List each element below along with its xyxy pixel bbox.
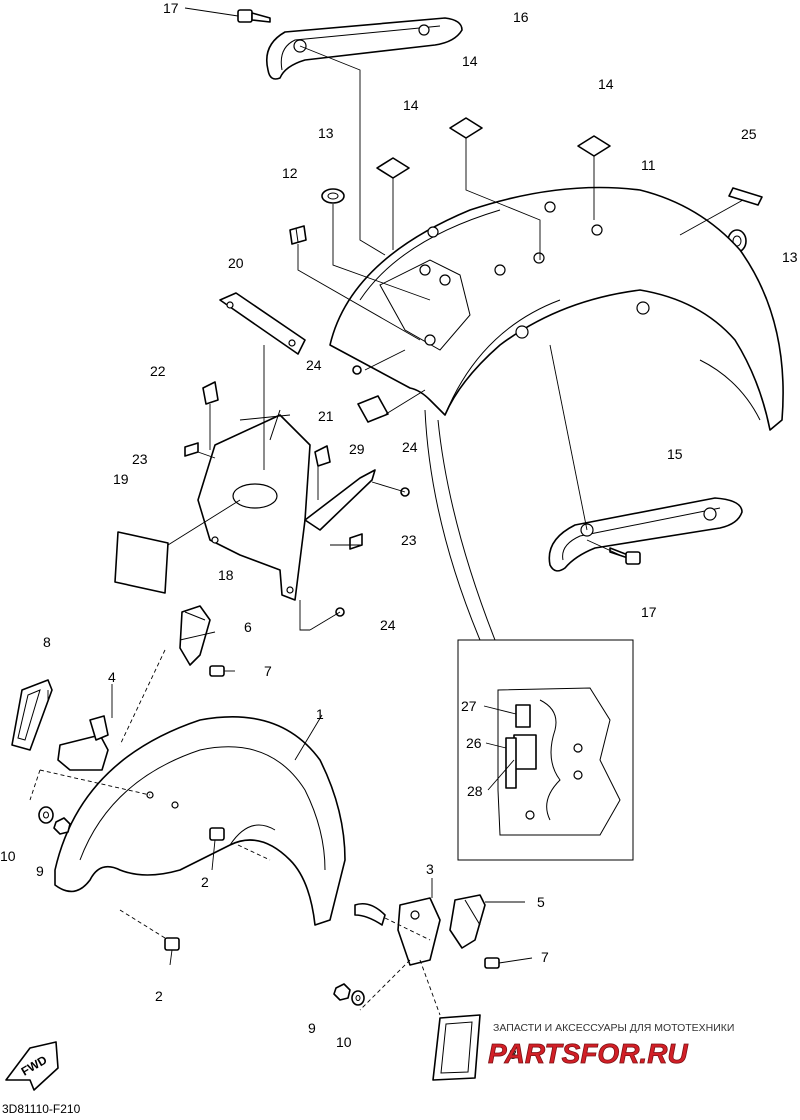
callout-2: 2 [201, 874, 209, 890]
callout-17: 17 [641, 604, 657, 620]
callout-24: 24 [402, 439, 418, 455]
callout-15: 15 [667, 446, 683, 462]
screw-24-a [352, 365, 362, 375]
reflector-8-left [11, 679, 53, 751]
callout-20: 20 [228, 255, 244, 271]
watermark: ЗАПАСТИ И АКСЕССУАРЫ ДЛЯ МОТОТЕХНИКИ PAR… [488, 1022, 735, 1070]
callout-25: 25 [741, 126, 757, 142]
callout-21: 21 [318, 408, 334, 424]
piece-29 [357, 395, 389, 423]
svg-text:PARTSFOR.RU: PARTSFOR.RU [488, 1038, 688, 1069]
pad-23-a [184, 442, 199, 457]
callout-22: 22 [150, 363, 166, 379]
callout-14: 14 [598, 76, 614, 92]
callout-14: 14 [403, 97, 419, 113]
front-leaders [29, 631, 533, 1016]
grommet-13-left [321, 188, 345, 204]
callout-24: 24 [380, 617, 396, 633]
callout-26: 26 [466, 735, 482, 751]
washer-10-lower [351, 990, 365, 1006]
callout-2: 2 [155, 988, 163, 1004]
callout-labels: 17 16 14 14 14 25 13 11 12 13 20 24 22 2… [0, 0, 798, 1062]
bracket-22 [202, 381, 219, 405]
callout-13: 13 [782, 249, 798, 265]
callout-9: 9 [36, 863, 44, 879]
bracket-3 [354, 897, 441, 966]
bolt-17-lower [609, 547, 641, 565]
callout-23: 23 [132, 451, 148, 467]
callout-12: 12 [282, 165, 298, 181]
bolt-2-lower [164, 937, 180, 951]
grab-handle-15 [548, 497, 743, 572]
callout-23: 23 [401, 532, 417, 548]
watermark-logo: PARTSFOR.RU [488, 1038, 689, 1070]
washer-10-left [38, 806, 54, 824]
callout-4: 4 [108, 669, 116, 685]
pad-14-b [449, 117, 483, 139]
callout-5: 5 [537, 894, 545, 910]
rear-fender-11 [329, 186, 784, 431]
callout-18: 18 [218, 567, 234, 583]
pad-14-a [376, 157, 410, 179]
callout-10: 10 [336, 1034, 352, 1050]
callout-8: 8 [43, 634, 51, 650]
callout-13: 13 [318, 125, 334, 141]
callout-3: 3 [426, 861, 434, 877]
callout-7: 7 [541, 949, 549, 965]
bracket-5 [449, 894, 486, 949]
callout-19: 19 [113, 471, 129, 487]
plate-20 [219, 292, 306, 355]
front-fender-1 [54, 716, 346, 926]
callout-9: 9 [308, 1020, 316, 1036]
reflector-8-lower [432, 1014, 481, 1081]
nut-9-lower [333, 983, 351, 1001]
nut-9-left [53, 817, 71, 835]
callout-10: 10 [0, 848, 16, 864]
callout-24: 24 [306, 357, 322, 373]
grab-handle-16 [266, 17, 463, 80]
callout-6: 6 [244, 619, 252, 635]
rear-leaders [167, 45, 744, 631]
clip-12 [289, 225, 307, 245]
strip-25 [728, 187, 763, 206]
pad-14-c [577, 135, 611, 157]
pad-23-b [349, 533, 363, 550]
license-bracket-18 [197, 409, 376, 601]
watermark-tagline: ЗАПАСТИ И АКСЕССУАРЫ ДЛЯ МОТОТЕХНИКИ [493, 1022, 734, 1034]
callout-7: 7 [264, 663, 272, 679]
bracket-21 [314, 445, 331, 467]
diagram-code: 3D81110-F210 [2, 1102, 81, 1115]
detail-inset [457, 639, 634, 861]
callout-14: 14 [462, 53, 478, 69]
callout-1: 1 [316, 706, 324, 722]
bolt-7-upper [209, 665, 225, 677]
bolt-17-upper [184, 7, 271, 23]
callout-27: 27 [461, 698, 477, 714]
callout-16: 16 [513, 9, 529, 25]
callout-29: 29 [349, 441, 365, 457]
bolt-2-upper [209, 827, 225, 841]
plate-19 [114, 531, 169, 594]
bracket-4 [57, 715, 109, 771]
fwd-arrow-icon: FWD [5, 1041, 59, 1091]
callout-28: 28 [467, 783, 483, 799]
callout-11: 11 [641, 157, 656, 173]
bolt-7-lower [484, 957, 500, 969]
callout-17: 17 [163, 0, 179, 16]
bracket-6 [179, 605, 211, 666]
callout-8: 8 [509, 1046, 517, 1062]
